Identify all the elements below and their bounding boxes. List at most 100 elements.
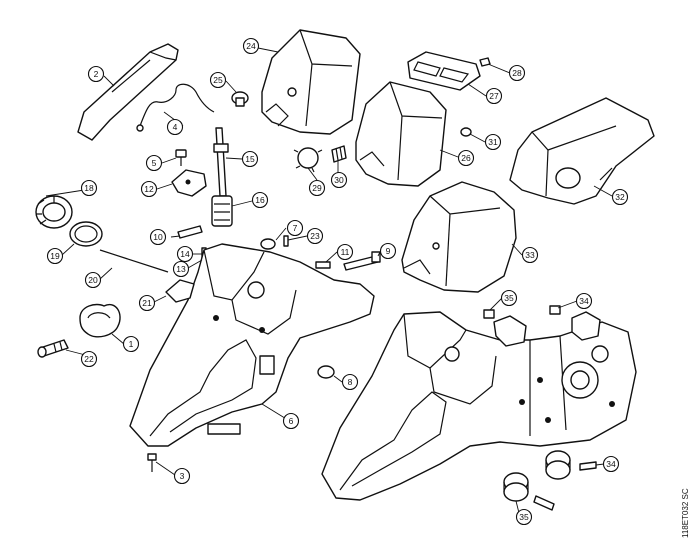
callout-10: 10: [149, 228, 167, 246]
part-cable-nipple: [136, 124, 144, 132]
callout-6: 6: [282, 412, 300, 430]
callout-5: 5: [145, 154, 163, 172]
svg-text:10: 10: [153, 232, 163, 242]
svg-text:1: 1: [129, 339, 134, 349]
callout-27: 27: [485, 87, 503, 105]
part-screw-5: [175, 149, 187, 166]
part-gear-knob: [293, 145, 347, 173]
part-screw-3: [147, 453, 157, 472]
svg-text:28: 28: [512, 68, 522, 78]
part-pin-28: [479, 57, 491, 67]
svg-text:16: 16: [255, 195, 265, 205]
svg-text:20: 20: [88, 275, 98, 285]
svg-text:34: 34: [579, 296, 589, 306]
svg-text:11: 11: [341, 247, 350, 257]
callout-30: 30: [330, 171, 348, 189]
callout-19: 19: [46, 247, 64, 265]
callout-8: 8: [341, 373, 359, 391]
callout-18: 18: [80, 179, 98, 197]
part-rod-20: [99, 249, 169, 273]
svg-text:14: 14: [180, 249, 190, 259]
part-assembled-housing: [321, 305, 637, 501]
part-rubber-foot: [317, 365, 335, 379]
svg-text:24: 24: [246, 41, 256, 51]
svg-text:13: 13: [176, 264, 186, 274]
svg-text:22: 22: [84, 354, 94, 364]
callout-22: 22: [80, 350, 98, 368]
part-throttle-cable: [139, 83, 215, 127]
callout-32: 32: [611, 188, 629, 206]
callout-13: 13: [172, 260, 190, 278]
callout-15: 15: [241, 150, 259, 168]
svg-text:2: 2: [94, 69, 99, 79]
callout-2: 2: [87, 65, 105, 83]
svg-text:26: 26: [461, 153, 471, 163]
drawing-reference-code: 118ET032 SC: [681, 488, 690, 538]
leader-lines: [45, 47, 613, 518]
callout-3: 3: [173, 467, 191, 485]
parts-drawing: [35, 29, 655, 511]
part-grille-27: [407, 51, 481, 91]
callout-21: 21: [138, 294, 156, 312]
part-shroud-33: [401, 181, 517, 293]
svg-text:35: 35: [504, 293, 514, 303]
callout-14: 14: [176, 245, 194, 263]
part-tank-housing: [129, 243, 375, 447]
callout-11: 11: [336, 243, 354, 261]
part-buffer-35: [503, 472, 555, 511]
svg-text:3: 3: [180, 471, 185, 481]
callout-26: 26: [457, 149, 475, 167]
callout-34-upper: 34: [575, 292, 593, 310]
part-cover-26: [355, 81, 447, 187]
part-top-cover-24: [261, 29, 361, 135]
svg-text:29: 29: [312, 183, 322, 193]
part-cable-clip: [165, 279, 195, 303]
part-knob-25: [231, 91, 249, 107]
callout-31: 31: [484, 133, 502, 151]
svg-text:9: 9: [386, 246, 391, 256]
part-buffer-34: [545, 450, 597, 480]
callout-12: 12: [140, 180, 158, 198]
svg-text:33: 33: [525, 250, 535, 260]
part-filter-cover-32: [509, 97, 655, 205]
callout-35-upper: 35: [500, 289, 518, 307]
svg-text:5: 5: [152, 158, 157, 168]
svg-text:21: 21: [142, 298, 152, 308]
callout-35-lower: 35: [515, 508, 533, 526]
part-knurled-cap: [35, 195, 73, 229]
callouts: 2 4 5 12 15 16 18 19 20 21 1 22 6 10 13 …: [46, 37, 629, 526]
callout-16: 16: [251, 191, 269, 209]
svg-text:34: 34: [606, 459, 616, 469]
part-fuel-hose-filter: [211, 127, 233, 227]
callout-33: 33: [521, 246, 539, 264]
svg-text:8: 8: [348, 377, 353, 387]
svg-text:4: 4: [173, 122, 178, 132]
callout-20: 20: [84, 271, 102, 289]
callout-23: 23: [306, 227, 324, 245]
svg-text:30: 30: [334, 175, 344, 185]
svg-text:23: 23: [310, 231, 320, 241]
svg-text:7: 7: [293, 223, 298, 233]
part-22: [37, 339, 69, 358]
svg-text:25: 25: [213, 75, 223, 85]
callout-9: 9: [379, 242, 397, 260]
part-gasket-plate: [79, 303, 121, 338]
callout-1: 1: [122, 335, 140, 353]
svg-text:27: 27: [489, 91, 499, 101]
svg-text:19: 19: [50, 251, 60, 261]
callout-29: 29: [308, 179, 326, 197]
part-plug-7: [260, 238, 276, 250]
svg-text:35: 35: [519, 512, 529, 522]
svg-text:18: 18: [84, 183, 94, 193]
callout-25: 25: [209, 71, 227, 89]
svg-text:15: 15: [245, 154, 255, 164]
svg-text:12: 12: [144, 184, 154, 194]
svg-text:32: 32: [615, 192, 625, 202]
callout-24: 24: [242, 37, 260, 55]
callout-34-lower: 34: [602, 455, 620, 473]
svg-text:31: 31: [488, 137, 498, 147]
callout-7: 7: [286, 219, 304, 237]
callout-4: 4: [166, 118, 184, 136]
svg-text:6: 6: [289, 416, 294, 426]
